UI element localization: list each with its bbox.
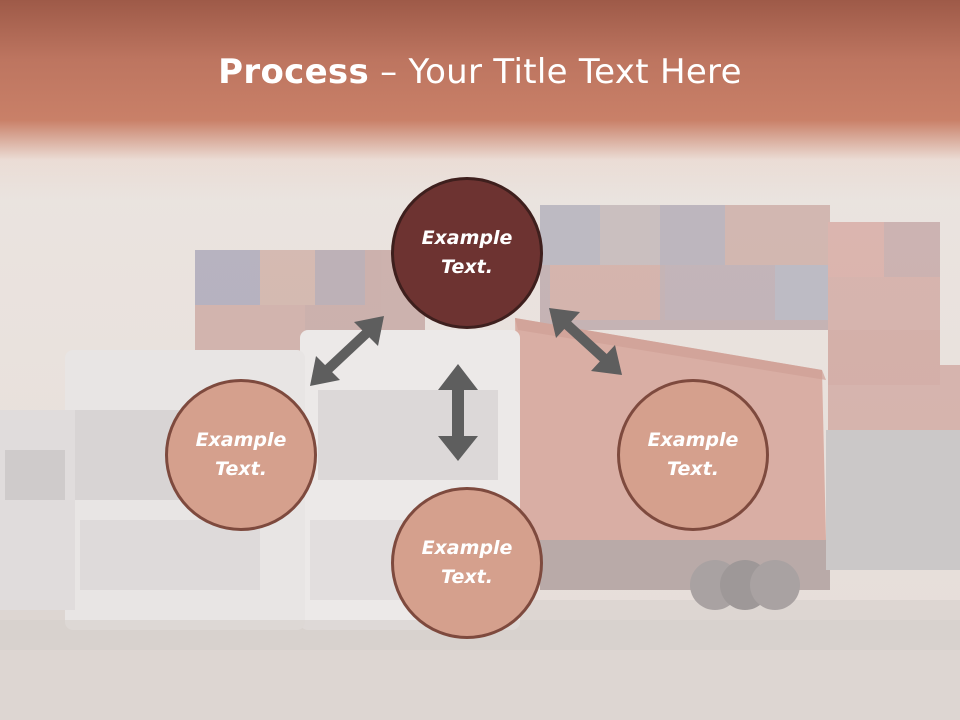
node-center-label: Example Text. [421,227,513,278]
title-bar [0,0,960,200]
node-bottom-label: Example Text. [421,537,513,588]
node-left-label: Example Text. [195,429,287,480]
title-rest: Your Title Text Here [408,52,742,92]
slide-title: Process – Your Title Text Here [0,52,960,92]
process-node-center: Example Text. [391,177,543,329]
process-node-left: Example Text. [165,379,317,531]
process-node-bottom: Example Text. [391,487,543,639]
arrow-center-left [310,316,384,386]
title-dash: – [369,52,409,92]
process-node-right: Example Text. [617,379,769,531]
title-bold: Process [218,52,370,92]
arrow-center-bottom [438,364,478,461]
node-right-label: Example Text. [647,429,739,480]
arrow-center-right [549,308,622,375]
